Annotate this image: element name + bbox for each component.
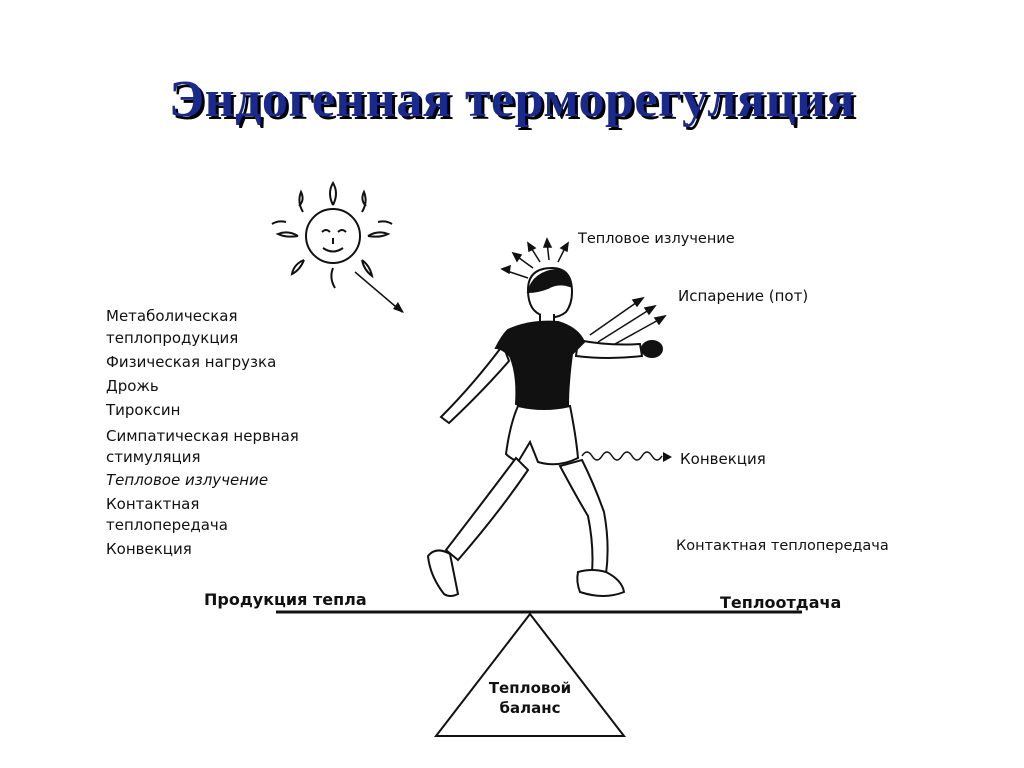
- fulcrum-label-line2: баланс: [499, 699, 561, 717]
- label-contact-heat-transfer: Контактная теплопередача: [676, 538, 889, 554]
- fulcrum-triangle: [433, 612, 627, 737]
- walking-person-figure: [426, 266, 663, 597]
- label-heat-loss: Теплоотдача: [720, 593, 842, 612]
- convection-wave: [581, 451, 663, 461]
- factor-shivering: Дрожь: [106, 377, 159, 395]
- fulcrum-label-line1: Тепловой: [488, 679, 572, 697]
- factor-sympathetic-1: Симпатическая нервная: [106, 427, 299, 445]
- radiation-arrows: [500, 237, 569, 279]
- label-heat-production: Продукция тепла: [204, 590, 367, 609]
- label-thermal-radiation: Тепловое излучение: [578, 231, 735, 247]
- label-evaporation: Испарение (пот): [678, 287, 809, 305]
- factor-metabolic-1: Метаболическая: [106, 307, 238, 325]
- factor-thyroxine: Тироксин: [106, 401, 181, 419]
- factor-contact-2: теплопередача: [106, 516, 228, 534]
- label-convection: Конвекция: [680, 450, 766, 468]
- factor-physical-load: Физическая нагрузка: [106, 353, 277, 371]
- page-title: Эндогенная терморегуляция: [168, 71, 856, 128]
- factor-metabolic-2: теплопродукция: [106, 329, 239, 347]
- sun-icon: [271, 181, 393, 289]
- factor-sympathetic-2: стимуляция: [106, 448, 201, 466]
- factor-convection: Конвекция: [106, 540, 192, 558]
- fulcrum-label: Тепловой баланс: [470, 678, 590, 718]
- factor-contact-1: Контактная: [106, 495, 200, 513]
- factor-thermal-radiation: Тепловое излучение: [106, 471, 269, 489]
